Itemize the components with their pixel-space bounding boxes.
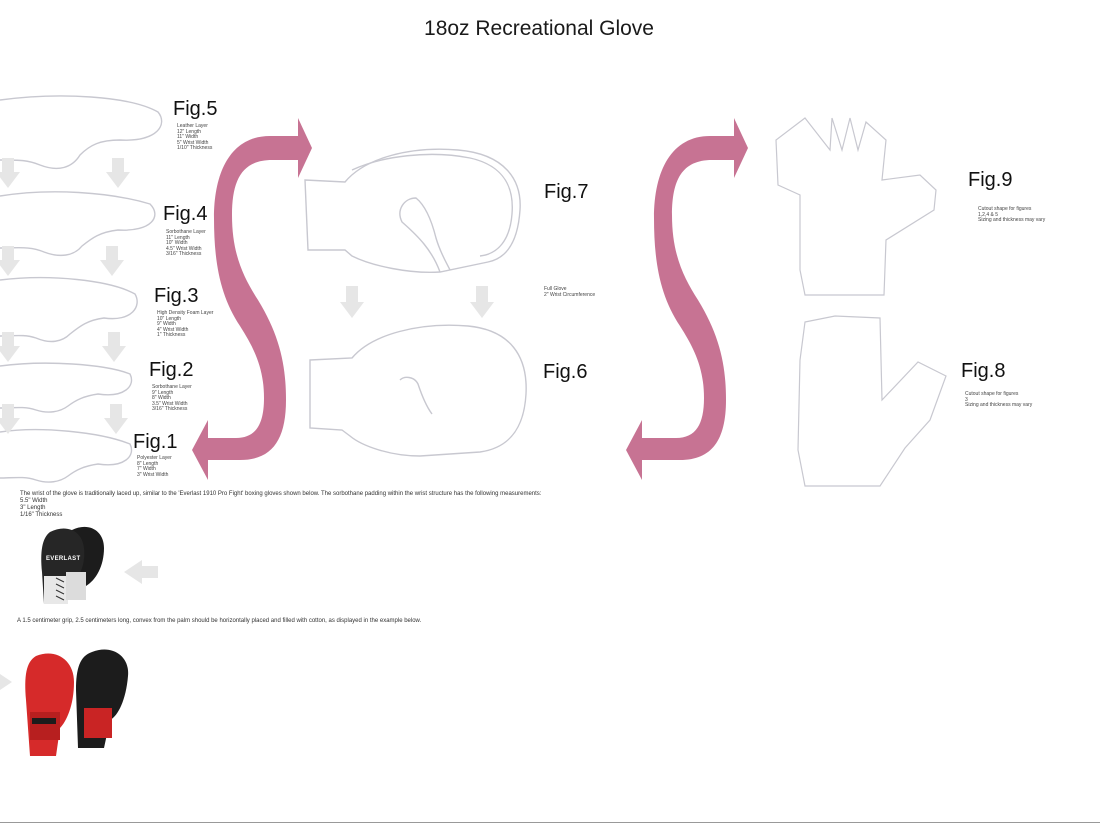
fig1-specs: Polyester Layer 8" Length 7" Width 3" Wr… [137,455,172,478]
fig7-specs: Full Glove 2" Wrist Circumference [544,286,596,298]
fig3-layer-outline [0,276,138,343]
down-arrow-icon [104,404,128,434]
fig4-specs: Sorbothane Layer 11" Length 10" Width 4.… [166,229,206,258]
bottom-divider [0,822,1100,823]
wrist-description: The wrist of the glove is traditionally … [20,491,542,518]
fig8-cutout-outline [797,315,947,487]
fig5-label: Fig.5 [173,98,218,120]
down-arrow-icon [106,158,130,188]
left-arrow-icon [124,560,158,584]
fig7-label: Fig.7 [544,181,589,203]
down-arrow-icon [100,246,124,276]
everlast-laced-glove-image [41,526,104,604]
fig6-glove-outline [309,324,527,457]
fig3-label: Fig.3 [154,285,199,307]
fig6-thumb-outline [399,376,433,415]
everlast-logo: EVERLAST [46,556,81,562]
fig2-layer-outline [0,362,133,413]
down-arrow-icon [102,332,126,362]
down-arrow-icon [0,404,20,434]
down-arrow-icon [340,286,364,318]
grip-description: A 1.5 centimeter grip, 2.5 centimeters l… [17,618,422,624]
fig9-specs: Cutout shape for figures 1,2,4 & 5 Sizin… [978,206,1046,224]
fig7-thumb-outline [399,197,451,273]
fig7-inner-outline [351,153,513,257]
fig5-specs: Leather Layer 12" Length 11" Width 5" Wr… [177,123,213,152]
fig8-specs: Cutout shape for figures 3 Sizing and th… [965,391,1033,409]
fig5-layer-outline [0,95,163,170]
down-arrow-icon [0,246,20,276]
fig8-label: Fig.8 [961,360,1006,382]
down-arrow-icon [470,286,494,318]
page-title: 18oz Recreational Glove [424,17,654,40]
fig1-label: Fig.1 [133,431,178,453]
s-arrow-right-icon [626,118,748,480]
s-arrow-left-icon [192,118,312,480]
fig4-layer-outline [0,191,156,257]
fig1-layer-outline [0,428,133,483]
fig3-specs: High Density Foam Layer 10" Length 9" Wi… [157,310,214,339]
fig4-label: Fig.4 [163,203,208,225]
fig2-label: Fig.2 [149,359,194,381]
fig9-label: Fig.9 [968,169,1013,191]
fig9-cutout-outline [775,117,937,296]
down-arrow-icon [0,158,20,188]
down-arrow-icon [0,332,20,362]
right-arrow-icon [0,674,12,690]
fig6-label: Fig.6 [543,361,588,383]
fig2-specs: Sorbothane Layer 9" Length 8" Width 3.5"… [152,384,192,413]
fig7-glove-outline [304,148,521,274]
red-training-gloves-image [25,649,129,756]
